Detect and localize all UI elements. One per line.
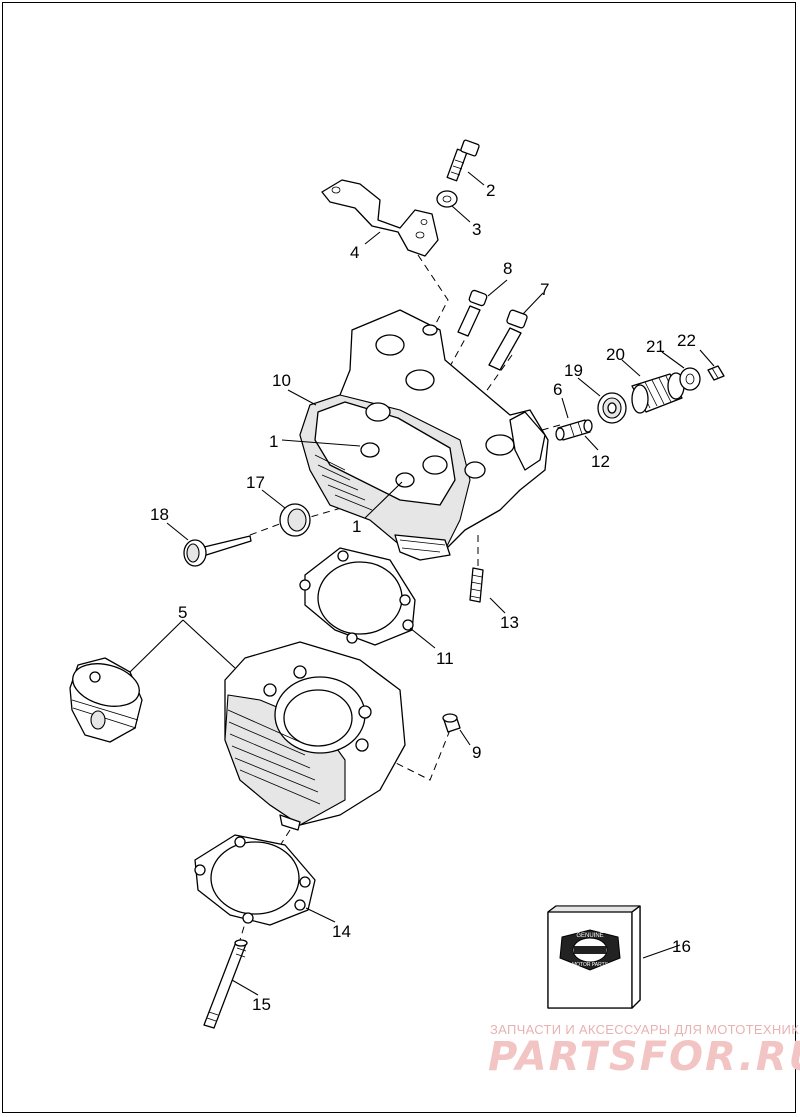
- valve-guide-part-6: [555, 419, 593, 441]
- logo-top-text: GENUINE: [576, 933, 603, 939]
- seat-ring-part-17: [279, 503, 311, 537]
- callout-numbers: 2 3 4 8 7 10 1 1 6 12 19 20 21 22 17 18 …: [150, 181, 696, 1014]
- callout-16: 16: [672, 937, 691, 956]
- callout-21: 21: [646, 337, 665, 356]
- callout-6: 6: [553, 380, 562, 399]
- stud-part-13: [469, 567, 484, 603]
- callout-13: 13: [500, 613, 519, 632]
- callout-12: 12: [591, 452, 610, 471]
- callout-4: 4: [350, 243, 359, 262]
- dowel-part-9: [442, 713, 461, 733]
- callout-3: 3: [472, 220, 481, 239]
- base-gasket-part-14: [194, 834, 316, 926]
- head-gasket-part-11: [299, 547, 416, 646]
- watermark-subtitle: ЗАПЧАСТИ И АКСЕССУАРЫ ДЛЯ МОТОТЕХНИКИ: [490, 1022, 800, 1037]
- piston-part-5: [69, 657, 143, 743]
- callout-1-lower: 1: [352, 517, 361, 536]
- callout-19: 19: [564, 361, 583, 380]
- callout-17: 17: [246, 473, 265, 492]
- callout-10: 10: [272, 371, 291, 390]
- callout-1-upper: 1: [269, 432, 278, 451]
- dowel-part-8: [457, 289, 488, 337]
- callout-11: 11: [436, 649, 454, 668]
- callout-7: 7: [540, 280, 549, 299]
- logo-bottom-text: MOTOR PARTS: [572, 962, 609, 968]
- leader-lines: [129, 171, 715, 996]
- callout-9: 9: [472, 743, 481, 762]
- genuine-logo-icon: GENUINE MOTOR PARTS: [559, 929, 621, 971]
- callout-20: 20: [606, 345, 625, 364]
- dowel-part-7: [488, 309, 528, 371]
- callout-18: 18: [150, 505, 169, 524]
- callout-8: 8: [503, 259, 512, 278]
- washer-part-3: [436, 190, 458, 208]
- cylinder-part-5: [224, 641, 406, 831]
- cylinder-head-part-10: [299, 309, 549, 561]
- callout-5: 5: [178, 603, 187, 622]
- valve-seal-part-19: [597, 392, 627, 424]
- bolt-part-2: [446, 139, 480, 182]
- stud-part-15: [203, 939, 248, 1029]
- callout-14: 14: [332, 922, 351, 941]
- callout-2: 2: [486, 181, 495, 200]
- parts-box-part-16: GENUINE MOTOR PARTS: [547, 905, 641, 1009]
- bracket-part-4: [321, 179, 439, 257]
- watermark-brand: PARTSFOR.RU: [488, 1034, 800, 1080]
- retainer-part-21: [679, 367, 701, 391]
- keeper-part-22: [707, 365, 725, 381]
- valve-spring-part-20: [631, 372, 685, 414]
- callout-15: 15: [252, 995, 271, 1014]
- callout-22: 22: [677, 331, 696, 350]
- valve-part-18: [183, 535, 252, 567]
